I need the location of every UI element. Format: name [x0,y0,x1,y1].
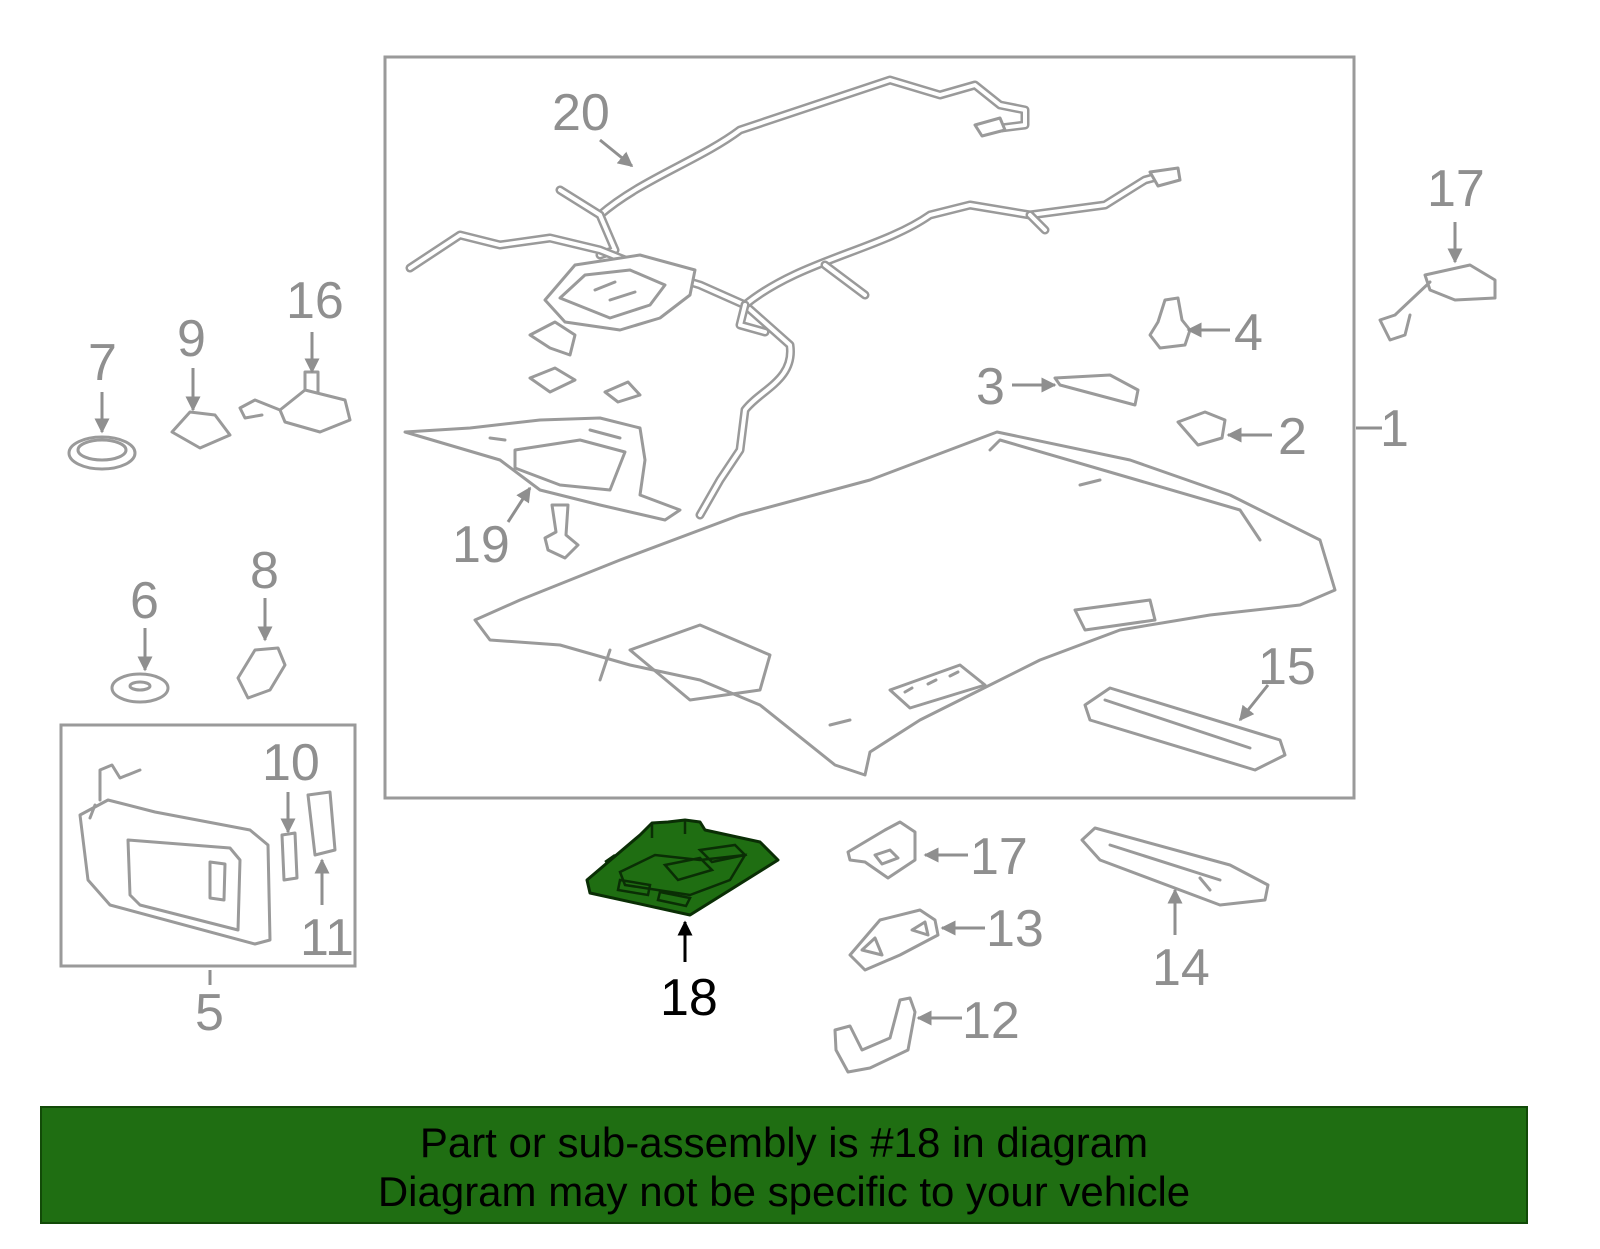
callout-10: 10 [262,734,320,792]
sun-visor-part-5 [78,763,272,946]
callout-19: 19 [452,516,510,574]
callout-4: 4 [1234,304,1263,362]
leader-lines [94,138,1463,1026]
lamp-part-17-top [1378,263,1497,342]
sun-visor-assembly-frame [59,723,357,968]
clip-part-11 [306,790,337,857]
callout-12: 12 [962,992,1020,1050]
info-banner: Part or sub-assembly is #18 in diagram D… [40,1106,1528,1224]
handle-part-12 [833,996,917,1074]
callout-7: 7 [88,334,117,392]
pin-part-10 [280,831,299,882]
callout-3: 3 [976,358,1005,416]
callout-15: 15 [1258,638,1316,696]
callout-18: 18 [660,969,718,1027]
callout-11: 11 [300,909,354,967]
banner-line-disclaimer: Diagram may not be specific to your vehi… [377,1168,1191,1215]
callout-17-top: 17 [1427,160,1485,218]
callout-17-lower: 17 [970,828,1028,886]
callout-1: 1 [1380,400,1409,458]
callout-labels: 1 2 3 4 5 6 7 8 9 10 11 12 13 14 15 16 1… [88,84,1485,1050]
clip-part-3 [1053,373,1140,407]
bracket-part-17-lower [846,820,917,880]
wiring-harness-part-20 [405,75,1182,520]
callout-8: 8 [250,542,279,600]
callout-5: 5 [195,984,224,1042]
callout-6: 6 [130,572,159,630]
lamp-part-14 [1080,826,1270,907]
banner-line-part: Part or sub-assembly is #18 in diagram [419,1119,1149,1166]
callout-2: 2 [1278,408,1307,466]
lamp-part-16 [238,370,352,434]
clip-part-8 [236,646,287,700]
cap-part-9 [170,410,232,450]
bezel-part-13 [848,908,940,972]
clip-part-2 [1176,410,1227,447]
ring-part-6 [110,672,170,704]
overhead-console-part-18 [585,818,780,917]
lamp-part-15 [1083,686,1287,772]
headliner-assembly-frame [383,55,1356,800]
callout-20: 20 [552,84,610,142]
bracket-part-19 [403,366,682,560]
headliner-part-1 [473,430,1337,777]
ring-part-7 [67,435,137,471]
fastener-part-4 [1148,296,1192,350]
callout-9: 9 [177,310,206,368]
callout-14: 14 [1152,939,1210,997]
callout-16: 16 [286,272,344,330]
callout-13: 13 [986,900,1044,958]
